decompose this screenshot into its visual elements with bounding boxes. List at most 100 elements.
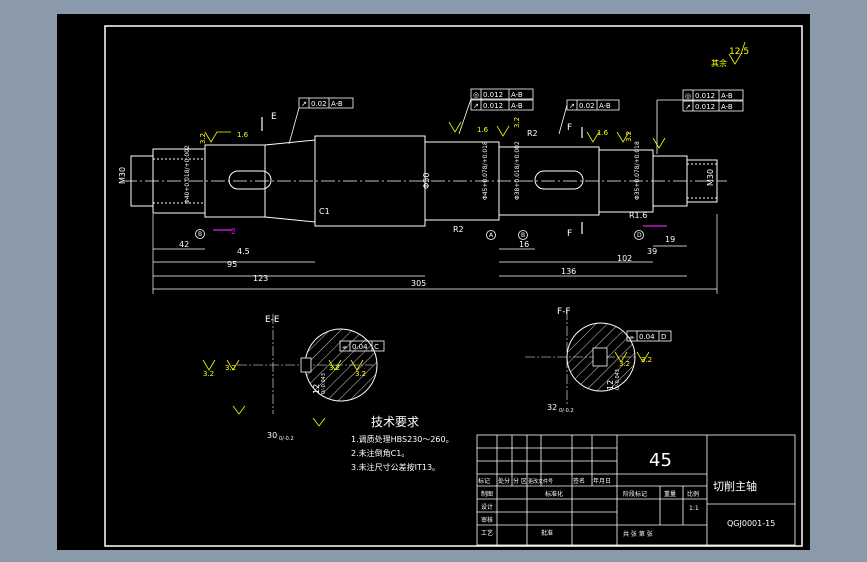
gdt-runout-left-symbol: ↗ [301,100,307,108]
tech-req-item-1: 1.调质处理HBS230～260。 [351,434,454,444]
datum-b-left: B [198,231,202,238]
tb-row-3: 工艺 [481,529,493,537]
tb-row-0: 制图 [481,490,493,498]
sf-other-value: 12.5 [729,47,749,57]
section-e-title: E-E [265,315,280,325]
dim-d35: Φ35+0.078/+0.018 [634,141,641,200]
dim-m30-left: M30 [118,167,127,184]
gdt-right-runout-datum: A-B [721,103,733,111]
dim-d45: Φ45+0.078/+0.018 [482,141,489,200]
sf-1-6-c: 1.6 [597,129,609,137]
gdt-mid-coax-datum: A-B [511,91,523,99]
sf-3-2-b: 3.2 [513,117,521,128]
dim-102: 102 [617,254,632,263]
section-e-e: E-E ⌯ 0.04 C 30 0/-0.2 12 0/-0.043 3.2 [202,314,385,442]
dimension-texts: M30 M30 Φ40+0.018/+0.002 Φ50 Φ45+0.078/+… [118,129,715,288]
dim-d40: Φ40+0.018/+0.002 [184,145,191,204]
datum-a: A [489,232,494,239]
dim-r2-a: R2 [453,225,464,234]
dim-c1: C1 [319,207,330,216]
f-sf-1: 3.2 [619,360,630,368]
tech-requirements: 技术要求 1.调质处理HBS230～260。 2.未注倒角C1。 3.未注尺寸公… [351,415,454,472]
section-mark-e-top: E [271,112,277,122]
f-sf-2: 3.2 [641,356,652,364]
gdt-sym-e-tol: 0.04 [352,343,368,351]
tb-sheets: 共 张 第 张 [623,530,653,538]
gdt-right-runout-tol: 0.012 [695,103,715,111]
sf-1-6-a: 1.6 [237,131,249,139]
dim-r2-b: R2 [527,129,538,138]
section-marks: E F F [271,112,572,239]
tb-h-2: 分 区 [513,477,527,485]
gdt-right-runout-symbol: ↗ [685,103,691,111]
tb-material: 45 [649,450,672,471]
dim-d38: Φ38+0.018/+0.002 [514,141,521,200]
gdt-sym-f-symbol: ⌯ [629,333,635,341]
gdt-mid-coax-symbol: ◎ [473,91,479,99]
e-depth-tol: 0/-0.043 [321,373,327,394]
datum-markers [195,229,644,240]
surface-finish-values: 3.2 1.6 1.6 3.2 1.6 3.2 12.5 [199,47,749,144]
magenta-markers [213,225,667,231]
dim-39: 39 [647,247,657,256]
tb-part-name: 切削主轴 [713,479,757,493]
f-depth-tol: 0/-0.043 [615,369,621,390]
dim-136: 136 [561,267,576,276]
e-sf-4: 3.2 [355,370,366,378]
gdt-runout-left-datum: A-B [331,100,343,108]
dim-r16: R1.6 [629,211,647,220]
dimension-lines [152,214,718,294]
title-block-texts: 标记 处分 分 区 更改文件号 签名 年月日 制图 设计 审核 工艺 标准化 批… [478,450,775,538]
sf-1-6-b: 1.6 [477,126,489,134]
e-sf-3: 3.2 [329,364,340,372]
sf-3-2-c: 3.2 [625,131,633,142]
drawing-svg: M30 M30 Φ40+0.018/+0.002 Φ50 Φ45+0.078/+… [104,25,803,547]
f-depth: 12 [606,380,615,390]
e-depth: 12 [312,384,321,394]
gdt-mid-runout-datum: A-B [511,102,523,110]
gdt-runout-left-tol: 0.02 [311,100,327,108]
tech-req-title: 技术要求 [371,415,419,429]
dim-d50: Φ50 [422,173,431,189]
dim-2: 2 [231,227,236,236]
tb-std: 标准化 [545,490,563,498]
dim-305: 305 [411,279,426,288]
tb-h-5: 年月日 [593,477,611,485]
f-width: 32 [547,403,557,412]
e-sf-1: 3.2 [203,370,214,378]
gdt-sym-f-tol: 0.04 [639,333,655,341]
e-width-tol: 0/-0.2 [279,436,294,442]
gdt-right-coax-tol: 0.012 [695,92,715,100]
tb-approve: 批准 [541,529,553,537]
gdt-mid-coax-tol: 0.012 [483,91,503,99]
sf-other-label: 其余 [711,58,727,68]
gdt-right-coax-symbol: ◎ [685,92,691,100]
tb-scale: 1:1 [689,505,699,512]
dim-95: 95 [227,260,237,269]
dim-4-5: 4.5 [237,247,250,256]
dim-16: 16 [519,240,529,249]
gdt-runout-right-symbol: ↗ [569,102,575,110]
gdt-mid-runout-tol: 0.012 [483,102,503,110]
gdt-right-coax-datum: A-B [721,92,733,100]
title-block [476,434,796,546]
section-f-f: F-F ⌯ 0.04 D 32 0/-0.2 12 0/-0.043 3.2 3… [525,307,672,414]
f-width-tol: 0/-0.2 [559,408,574,414]
gdt-mid-runout-symbol: ↗ [473,102,479,110]
section-mark-f-bottom: F [567,229,572,239]
tech-req-item-3: 3.未注尺寸公差按IT13。 [351,462,440,472]
dim-123: 123 [253,274,268,283]
tb-row-2: 审核 [481,516,493,524]
gdt-runout-right-datum: A-B [599,102,611,110]
gdt-sym-e-symbol: ⌯ [342,343,348,351]
drawing-canvas[interactable]: M30 M30 Φ40+0.018/+0.002 Φ50 Φ45+0.078/+… [57,14,810,550]
datum-labels: B A B D [198,231,642,239]
drawing-frame [104,25,803,547]
section-f-title: F-F [557,307,571,317]
gdt-sym-e-datum: C [374,343,379,351]
dim-19: 19 [665,235,675,244]
tb-h-1: 处分 [498,477,510,485]
tb-row-1: 设计 [481,503,493,511]
gdt-sym-f-datum: D [661,333,666,341]
